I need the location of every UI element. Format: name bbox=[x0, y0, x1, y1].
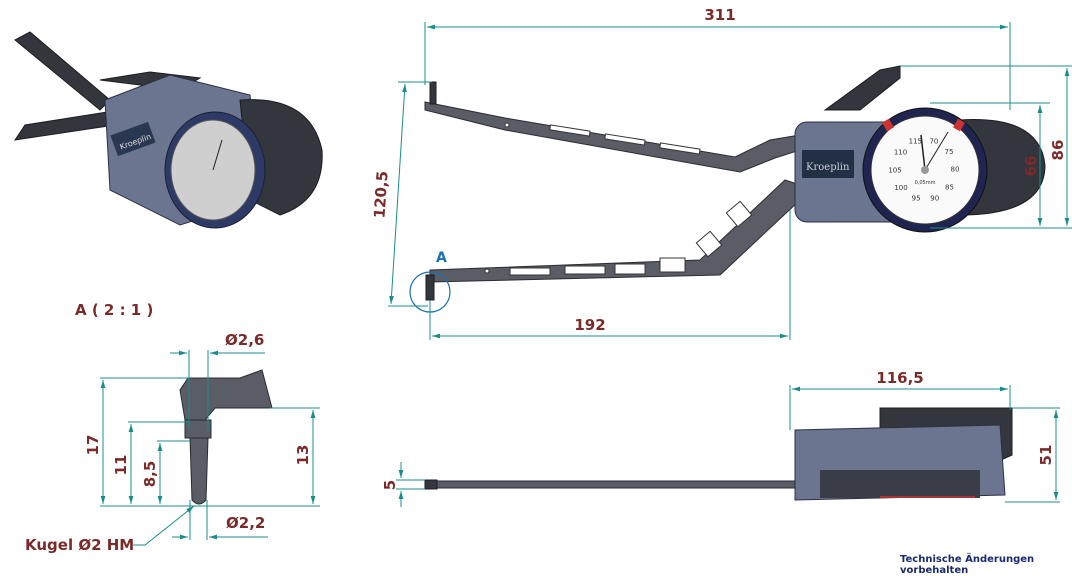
dim-66: 66 bbox=[1022, 156, 1040, 177]
dim-dia-2-2: Ø2,2 bbox=[226, 514, 265, 532]
dim-86: 86 bbox=[1049, 140, 1067, 161]
dim-dia-2-6: Ø2,6 bbox=[225, 331, 264, 349]
brand-label: Kroeplin bbox=[806, 162, 850, 173]
dial-number: 85 bbox=[945, 183, 954, 191]
dim-192: 192 bbox=[574, 316, 605, 334]
isometric-view: Kroeplin bbox=[13, 31, 323, 229]
dim-5: 5 bbox=[381, 480, 399, 490]
dim-13: 13 bbox=[294, 445, 312, 466]
detail-title: A ( 2 : 1 ) bbox=[75, 301, 153, 319]
dial-number: 110 bbox=[894, 149, 907, 157]
dial-number: 75 bbox=[945, 148, 954, 156]
detail-marker-label: A bbox=[436, 250, 447, 266]
dial-number: 105 bbox=[888, 166, 901, 174]
footer-note: Technische Änderungen vorbehalten bbox=[900, 554, 1035, 576]
dial-number: 100 bbox=[894, 184, 907, 192]
dial-unit: 0,05mm bbox=[915, 180, 936, 186]
dim-116-5: 116,5 bbox=[876, 369, 923, 387]
dim-120-5: 120,5 bbox=[370, 170, 391, 219]
detail-marker-circle bbox=[409, 271, 451, 313]
dial-number: 95 bbox=[912, 195, 921, 203]
dim-8-5: 8,5 bbox=[141, 461, 159, 488]
dial-number: 70 bbox=[929, 137, 938, 145]
top-view-dimensions: 311 120,5 192 66 86 A bbox=[370, 6, 1072, 340]
dim-311: 311 bbox=[704, 6, 735, 24]
dial-number: 115 bbox=[909, 138, 922, 146]
dim-51: 51 bbox=[1037, 445, 1055, 466]
ball-note: Kugel Ø2 HM bbox=[25, 536, 134, 554]
dial-number: 80 bbox=[951, 166, 960, 174]
detail-view-a: A ( 2 : 1 ) 17 11 8,5 13 Ø2,6 Ø2,2 Kugel… bbox=[25, 301, 320, 554]
dim-11: 11 bbox=[112, 455, 130, 476]
dial-number: 90 bbox=[930, 194, 939, 202]
side-view: 116,5 51 5 bbox=[381, 369, 1060, 507]
dim-17: 17 bbox=[84, 435, 102, 456]
